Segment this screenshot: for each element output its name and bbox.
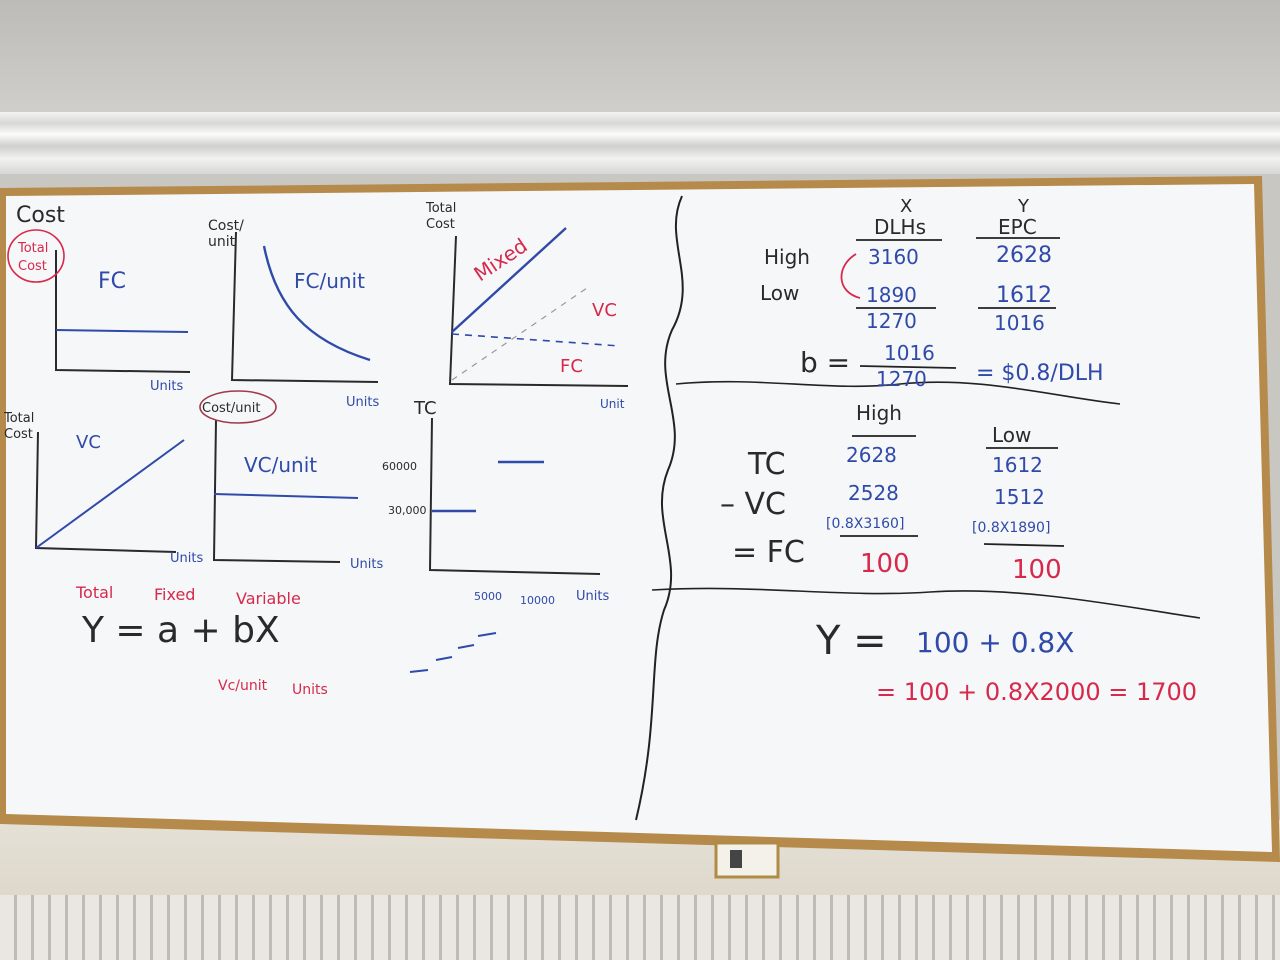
- fcu-units: Units: [346, 395, 379, 410]
- vcu-units: Units: [350, 557, 383, 572]
- diff-epc: 1016: [994, 311, 1045, 335]
- b-label: b =: [800, 346, 850, 379]
- wall-background: [0, 0, 1280, 120]
- vcu-axes: [212, 419, 341, 563]
- tc-tick-30000: 30,000: [388, 504, 427, 517]
- wall-socket: [714, 841, 780, 879]
- fc-dashed: [451, 333, 621, 347]
- vc-units: Units: [170, 551, 203, 566]
- total-cost-label-1: Total: [17, 241, 48, 256]
- cost-equation: Y = a + bX: [81, 610, 280, 651]
- total-cost-label-2: Cost: [18, 259, 47, 274]
- b-result: = $0.8/DLH: [976, 361, 1104, 386]
- tc-high: 2628: [846, 443, 897, 467]
- row-high: High: [764, 245, 810, 269]
- high-dlh: 3160: [868, 245, 919, 269]
- tc-x-5000: 5000: [474, 590, 502, 603]
- vc-low-calc: [0.8X1890]: [972, 520, 1050, 536]
- divider-1: [675, 380, 1121, 405]
- stairs-2: [435, 656, 453, 661]
- whiteboard-surface: [6, 184, 1272, 852]
- y-label: Y: [1017, 196, 1030, 217]
- fcu-ylabel-1: Cost/: [208, 218, 244, 234]
- fcu-curve: [262, 245, 371, 362]
- tc-units: Units: [576, 589, 609, 604]
- fc-units: Units: [150, 379, 183, 394]
- vertical-divider: [635, 195, 684, 821]
- mixed-axes: [448, 235, 629, 387]
- fc-title: FC: [98, 269, 126, 294]
- vc-low: 1512: [994, 485, 1045, 509]
- eq-total: Total: [75, 583, 113, 602]
- header-low: Low: [992, 423, 1031, 447]
- fc-line: [55, 329, 189, 333]
- vc-brace-label: VC: [592, 300, 617, 321]
- eq-units: Units: [292, 682, 328, 698]
- tc-title: TC: [413, 398, 437, 419]
- tc-tick-60000: 60000: [382, 460, 417, 473]
- tc-low: 1612: [992, 453, 1043, 477]
- crown-molding: [0, 112, 1280, 174]
- tc-axes: [428, 417, 601, 575]
- vc-high-calc: [0.8X3160]: [826, 516, 904, 532]
- tc-row-label: TC: [747, 447, 786, 482]
- final-eq-rhs: 100 + 0.8X: [916, 626, 1074, 659]
- mixed-units: Unit: [600, 397, 625, 411]
- fcu-title: FC/unit: [294, 269, 365, 293]
- tc-x-10000: 10000: [520, 594, 555, 607]
- row-low: Low: [760, 281, 799, 305]
- divider-2: [651, 587, 1201, 619]
- eq-fixed: Fixed: [154, 585, 195, 604]
- vc-title: VC: [76, 432, 101, 453]
- b-numerator: 1016: [884, 341, 935, 365]
- vcu-title: VC/unit: [244, 453, 317, 477]
- mixed-ylabel-2: Cost: [426, 217, 455, 232]
- low-dlh: 1890: [866, 283, 917, 307]
- circled-total-cost: [7, 229, 65, 283]
- vc-high: 2528: [848, 481, 899, 505]
- b-denominator: 1270: [876, 367, 927, 391]
- fcu-ylabel-2: unit: [208, 234, 236, 250]
- col-dlhs: DLHs: [874, 215, 926, 239]
- final-eq-y: Y =: [815, 618, 887, 664]
- vc-row-label: – VC: [720, 487, 786, 522]
- radiator: [0, 895, 1280, 960]
- fc-row-label: = FC: [732, 535, 805, 570]
- stairs-1: [409, 669, 429, 673]
- fc-low: 100: [1012, 555, 1062, 585]
- high-epc: 2628: [996, 243, 1052, 268]
- header-high: High: [856, 401, 902, 425]
- fc-axes: [55, 250, 191, 373]
- vc-dashed: [451, 285, 591, 381]
- fcu-axes: [230, 231, 379, 383]
- vc-ylabel-2: Cost: [4, 427, 33, 442]
- fc-high: 100: [860, 549, 910, 579]
- circled-cost-unit: [199, 390, 277, 424]
- x-label: X: [900, 196, 912, 217]
- diff-dlh: 1270: [866, 309, 917, 333]
- eq-vcunit: Vc/unit: [218, 678, 268, 694]
- fc-brace-label: FC: [560, 356, 583, 377]
- vc-ylabel-1: Total: [3, 411, 34, 426]
- col-epc: EPC: [998, 215, 1037, 239]
- vcu-ylabel: Cost/unit: [202, 401, 260, 416]
- mixed-line: [451, 227, 567, 333]
- stairs-4: [477, 632, 497, 637]
- low-epc: 1612: [996, 283, 1052, 308]
- eq-variable: Variable: [236, 589, 301, 608]
- high-low-arrow: [840, 253, 861, 299]
- vcu-line: [213, 493, 359, 499]
- vc-line: [35, 439, 185, 549]
- cost-header: Cost: [16, 203, 65, 228]
- final-calc: = 100 + 0.8X2000 = 1700: [876, 678, 1197, 706]
- stairs-3: [457, 644, 475, 649]
- mixed-ylabel-1: Total: [425, 201, 456, 216]
